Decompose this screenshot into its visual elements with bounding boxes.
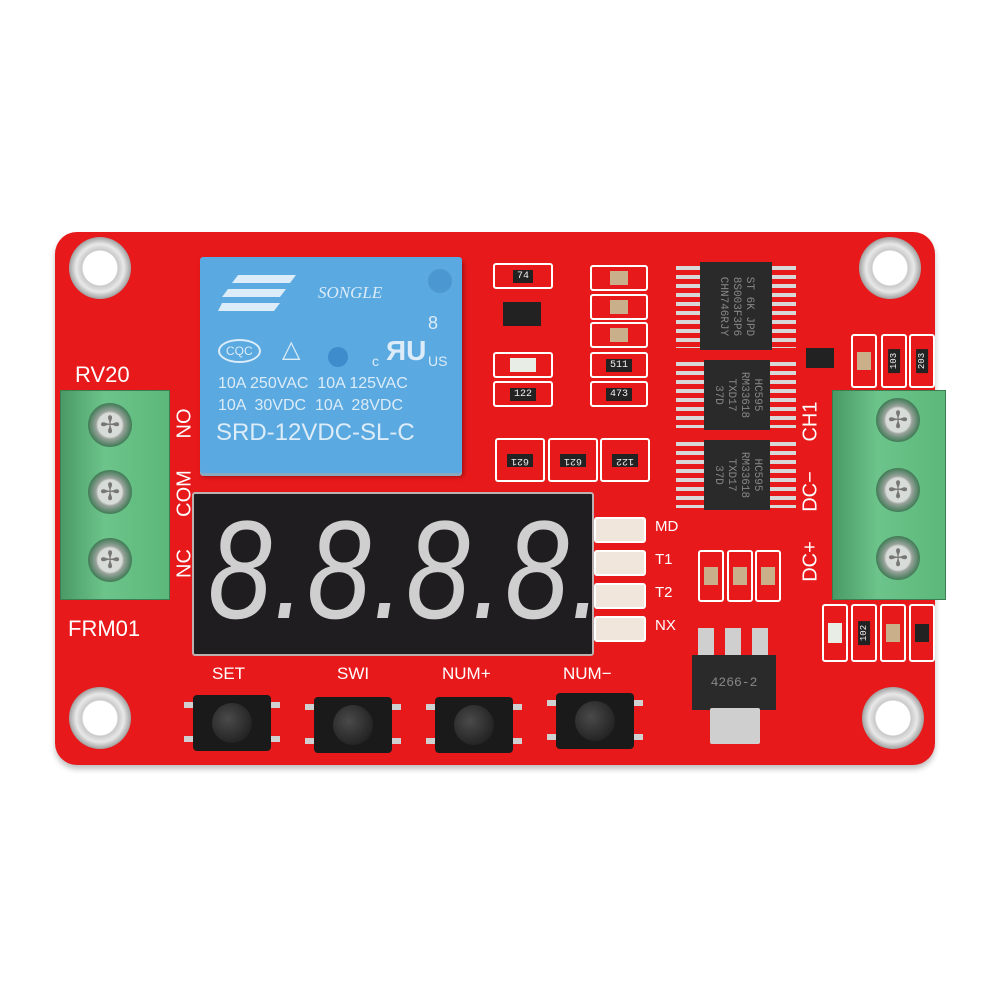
button-label-num-plus: NUM+: [442, 664, 491, 683]
ul-mark-icon: ЯU: [386, 335, 427, 366]
mounting-hole: [69, 237, 131, 299]
capacitor: [727, 550, 753, 602]
led-label-t1: T1: [655, 551, 673, 568]
swi-button[interactable]: [303, 694, 403, 756]
screw-dc-plus[interactable]: ✢: [876, 536, 920, 580]
screw-com[interactable]: ✢: [88, 470, 132, 514]
seven-segment-display: 8.8.8.8.: [192, 492, 594, 656]
capacitor: [698, 550, 724, 602]
relay-dot: [428, 269, 452, 293]
capacitor: [851, 334, 877, 388]
voltage-regulator: 4266-2: [692, 655, 776, 710]
resistor-511: 511: [590, 352, 648, 378]
relay-model: SRD-12VDC-SL-C: [216, 419, 415, 446]
screw-dc-minus[interactable]: ✢: [876, 468, 920, 512]
label-dc-plus: DC+: [799, 541, 822, 582]
led-t2: [594, 583, 646, 609]
transistor-top: 74: [493, 263, 553, 289]
capacitor: [590, 265, 648, 291]
led-smd: [493, 352, 553, 378]
button-label-swi: SWI: [337, 664, 370, 683]
mounting-hole: [859, 237, 921, 299]
button-label-set: SET: [212, 664, 246, 683]
screw-ch1[interactable]: ✢: [876, 398, 920, 442]
warning-triangle-icon: △: [282, 336, 301, 363]
resistor-473: 473: [590, 381, 648, 407]
resistor-network-621: 621: [495, 438, 545, 482]
relay-rating-ac: 10A 250VAC 10A 125VAC: [218, 375, 408, 392]
cqc-mark: CQC: [218, 339, 261, 363]
resistor-102: 102: [851, 604, 877, 662]
screw-nc[interactable]: ✢: [88, 538, 132, 582]
led-label-md: MD: [655, 518, 679, 535]
capacitor: [590, 322, 648, 348]
display-value: 8.8.8.8.: [208, 492, 594, 648]
mounting-hole: [862, 687, 924, 749]
led-md: [594, 517, 646, 543]
board-model-top: RV20: [75, 362, 130, 387]
led-t1: [594, 550, 646, 576]
transistor: [806, 348, 834, 368]
resistor-122: 122: [493, 381, 553, 407]
diode: [909, 604, 935, 662]
relay: SONGLE CQC △ 8 c ЯU US 10A 250VAC 10A 12…: [200, 257, 462, 473]
mounting-hole: [69, 687, 131, 749]
regulator-tab: [710, 708, 760, 744]
relay-rating-dc: 10A 30VDC 10A 28VDC: [218, 397, 403, 414]
shift-register-chip-2: HC595 RM33618 TXD17 37D: [704, 440, 770, 510]
regulator-pins: [698, 628, 768, 658]
led-label-nx: NX: [655, 617, 676, 634]
screw-no[interactable]: ✢: [88, 403, 132, 447]
relay-center-dot: [328, 347, 348, 367]
capacitor: [755, 550, 781, 602]
num-plus-button[interactable]: [424, 694, 524, 756]
resistor-network-122: 122: [600, 438, 650, 482]
led-smd: [822, 604, 848, 662]
led-nx: [594, 616, 646, 642]
capacitor: [880, 604, 906, 662]
button-label-num-minus: NUM−: [563, 664, 612, 683]
resistor-network-621: 621: [548, 438, 598, 482]
relay-brand: SONGLE: [318, 283, 383, 302]
label-dc-minus: DC−: [799, 471, 822, 512]
set-button[interactable]: [182, 692, 282, 754]
transistor: [503, 302, 541, 326]
cert-us: US: [428, 353, 448, 369]
mcu-chip: ST 6K JPD 8S003F3P6 CHN746RJY: [700, 262, 772, 350]
num-minus-button[interactable]: [545, 690, 645, 752]
label-ch1: CH1: [799, 401, 822, 442]
cert-number: 8: [428, 313, 439, 333]
resistor-103: 103: [881, 334, 907, 388]
shift-register-chip-1: HC595 RM33618 TXD17 37D: [704, 360, 770, 430]
capacitor: [590, 294, 648, 320]
board-model-bottom: FRM01: [68, 616, 141, 641]
led-label-t2: T2: [655, 584, 673, 601]
label-no: NO: [173, 408, 196, 439]
resistor-203: 203: [909, 334, 935, 388]
cert-c: c: [372, 353, 379, 369]
songle-logo-icon: [218, 275, 296, 311]
